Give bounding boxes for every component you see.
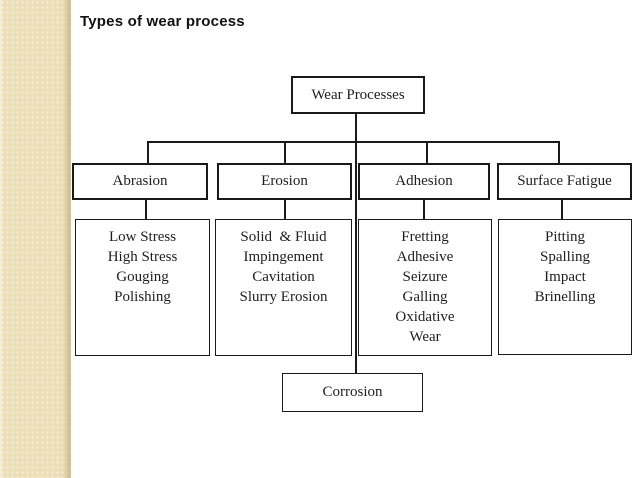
- list-item: Low Stress: [108, 229, 177, 245]
- connector-stub-adhesion-bottom: [423, 198, 425, 220]
- list-item: Solid & Fluid: [240, 229, 327, 245]
- node-surface-fatigue-items: Pitting Spalling Impact Brinelling: [498, 219, 632, 355]
- sidebar-texture: [0, 0, 71, 478]
- connector-stub-erosion-bottom: [284, 198, 286, 220]
- node-adhesion-label: Adhesion: [395, 173, 453, 189]
- list-item: Spalling: [539, 249, 590, 265]
- list-item: High Stress: [107, 249, 178, 265]
- list-item: Impingement: [243, 249, 324, 265]
- node-abrasion: Abrasion: [72, 163, 208, 200]
- list-item: Brinelling: [534, 289, 596, 305]
- connector-stub-surface-fatigue-bottom: [561, 198, 563, 220]
- connector-stub-adhesion-top: [426, 141, 428, 164]
- node-wear-processes-label: Wear Processes: [311, 86, 405, 103]
- node-erosion: Erosion: [217, 163, 352, 200]
- node-abrasion-label: Abrasion: [112, 173, 168, 189]
- node-adhesion: Adhesion: [358, 163, 490, 200]
- list-item: Galling: [402, 289, 448, 305]
- node-abrasion-items: Low Stress High Stress Gouging Polishing: [75, 219, 210, 356]
- list-item: Slurry Erosion: [239, 289, 328, 305]
- list-item: Pitting: [544, 229, 585, 245]
- list-item: Cavitation: [252, 269, 315, 285]
- connector-center-vertical: [355, 113, 357, 373]
- node-erosion-items: Solid & Fluid Impingement Cavitation Slu…: [215, 219, 352, 356]
- node-surface-fatigue: Surface Fatigue: [497, 163, 632, 200]
- page-title: Types of wear process: [80, 13, 245, 30]
- list-item: Wear: [409, 329, 441, 345]
- node-wear-processes: Wear Processes: [291, 76, 425, 114]
- list-item: Polishing: [114, 289, 171, 305]
- list-item: Gouging: [116, 269, 169, 285]
- list-item: Impact: [544, 269, 586, 285]
- node-corrosion: Corrosion: [282, 373, 423, 412]
- node-erosion-label: Erosion: [261, 173, 308, 189]
- connector-horizontal: [147, 141, 560, 143]
- list-item: Oxidative: [395, 309, 455, 325]
- connector-stub-surface-fatigue-top: [558, 141, 560, 164]
- node-corrosion-label: Corrosion: [322, 384, 383, 400]
- connector-stub-abrasion-top: [147, 141, 149, 164]
- connector-stub-erosion-top: [284, 141, 286, 164]
- node-adhesion-items: Fretting Adhesive Seizure Galling Oxidat…: [358, 219, 492, 356]
- list-item: Seizure: [402, 269, 448, 285]
- connector-stub-abrasion-bottom: [145, 198, 147, 220]
- list-item: Adhesive: [396, 249, 454, 265]
- node-surface-fatigue-label: Surface Fatigue: [517, 173, 612, 189]
- list-item: Fretting: [401, 229, 449, 245]
